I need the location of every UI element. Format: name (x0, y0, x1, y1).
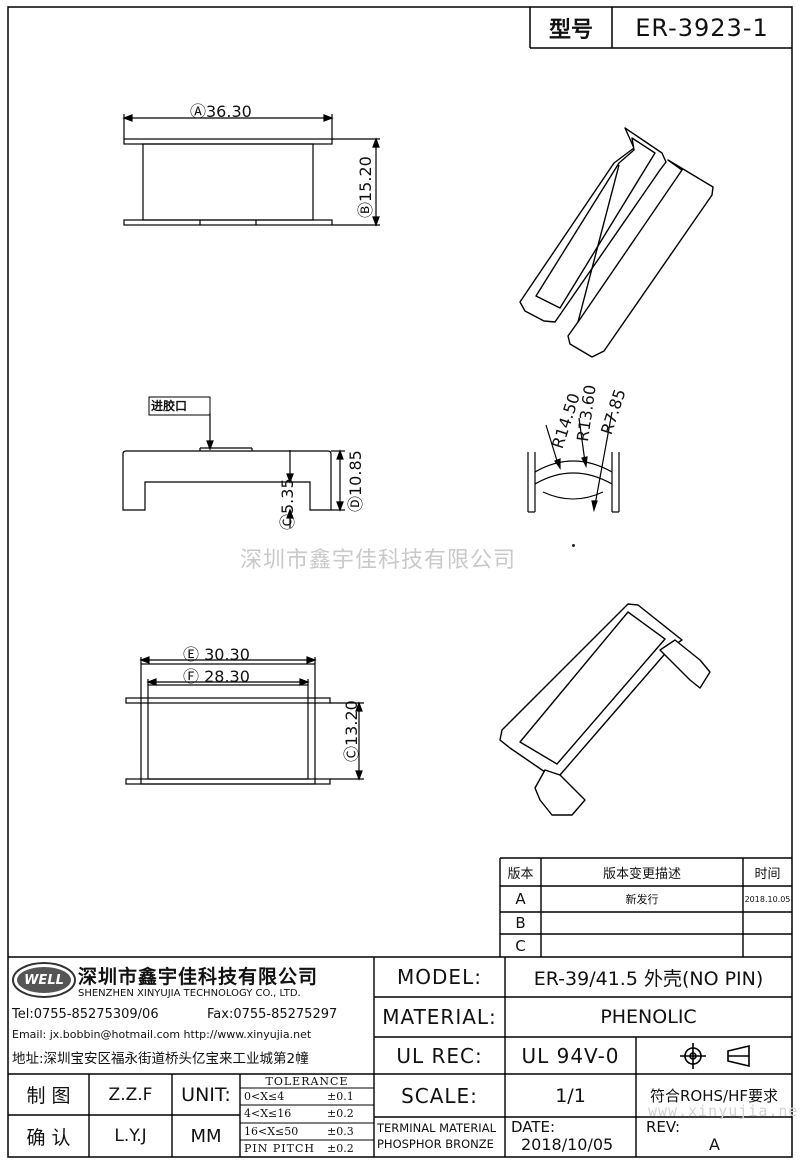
tolerance-value: ±0.3 (327, 1125, 354, 1138)
tolerance-value: ±0.1 (327, 1090, 354, 1103)
iso-view-2 (499, 603, 711, 816)
title-block-grid (8, 956, 792, 1157)
rev-row-a-date: 2018.10.05 (744, 894, 791, 904)
company-fax: Fax:0755-85275297 (207, 1007, 338, 1022)
tolerance-range: 4<X≤16 (244, 1107, 292, 1120)
stray-dot (572, 544, 575, 547)
iso-view-1 (519, 127, 714, 358)
model-value: ER-39/41.5 外壳(NO PIN) (533, 967, 764, 990)
ulrec-label: UL REC: (396, 1043, 483, 1068)
view-side (527, 411, 620, 513)
rev-header-desc: 版本变更描述 (602, 866, 681, 882)
company-name-en: SHENZHEN XINYUJIA TECHNOLOGY CO., LTD. (78, 988, 301, 999)
tolerance-value: ±0.2 (327, 1107, 354, 1120)
dim-c1: Ⓒ5.35 (278, 478, 297, 530)
dim-e: Ⓔ 30.30 (183, 645, 250, 664)
rev-header-time: 时间 (754, 866, 781, 882)
rev-label: REV: (646, 1118, 680, 1136)
company-name-cn: 深圳市鑫宇佳科技有限公司 (78, 966, 319, 988)
crosshair-icon (680, 1043, 706, 1069)
material-value: PHENOLIC (600, 1006, 697, 1028)
rev-row-c-rev: C (515, 936, 526, 955)
rev-row-a-desc: 新发行 (625, 893, 659, 906)
logo-text: WELL (24, 972, 64, 988)
dim-b: Ⓑ15.20 (356, 156, 375, 218)
company-logo (12, 962, 76, 998)
scale-label: SCALE: (401, 1083, 478, 1108)
tolerance-range: 0<X≤4 (244, 1090, 285, 1103)
date-label: DATE: (511, 1118, 556, 1136)
ulrec-value: UL 94V-0 (521, 1043, 620, 1068)
view-bottom (125, 656, 364, 785)
part-number: ER-3923-1 (635, 13, 769, 42)
view-front (122, 396, 345, 528)
gate-label: 进胶口 (151, 399, 188, 413)
model-label: MODEL: (397, 965, 482, 989)
dim-f: Ⓕ 28.30 (183, 667, 250, 686)
unit-value: MM (190, 1125, 222, 1147)
scale-value: 1/1 (555, 1084, 586, 1107)
watermark: 深圳市鑫宇佳科技有限公司 (240, 548, 517, 573)
date-value: 2018/10/05 (521, 1135, 614, 1154)
draw-by: Z.Z.F (108, 1084, 153, 1105)
rev-value: A (709, 1135, 720, 1154)
terminal-value: PHOSPHOR BRONZE (377, 1137, 494, 1151)
company-email: Email: jx.bobbin@hotmail.com http://www.… (12, 1028, 312, 1041)
dim-a: Ⓐ36.30 (190, 102, 252, 121)
tolerance-range: PIN PITCH (244, 1142, 315, 1155)
dim-d: Ⓓ10.85 (346, 450, 365, 512)
draw-label: 制 图 (26, 1085, 71, 1107)
unit-label: UNIT: (181, 1083, 231, 1106)
revision-table-grid (499, 857, 792, 957)
dim-c2: Ⓒ13.20 (342, 700, 361, 762)
header-box (529, 7, 792, 49)
type-label: 型号 (548, 17, 593, 43)
watermark-url: www.xinyujia.net (648, 1102, 800, 1120)
company-tel: Tel:0755-85275309/06 (12, 1007, 159, 1022)
rev-row-a-rev: A (515, 890, 526, 908)
rev-row-b-rev: B (515, 914, 526, 932)
material-label: MATERIAL: (382, 1005, 497, 1029)
tolerance-range: 16<X≤50 (244, 1125, 299, 1138)
tolerance-value: ±0.2 (327, 1142, 354, 1155)
terminal-label: TERMINAL MATERIAL (377, 1121, 496, 1135)
view-top (122, 114, 380, 227)
rev-header-version: 版本 (507, 866, 534, 882)
check-label: 确 认 (26, 1126, 71, 1149)
projection-symbol-icon (727, 1044, 750, 1068)
check-by: L.Y.J (114, 1126, 147, 1146)
company-address: 地址:深圳宝安区福永街道桥头亿宝来工业城第2幢 (12, 1051, 309, 1067)
tolerance-title: TOLERANCE (265, 1074, 349, 1088)
rohs-note: 符合ROHS/HF要求 (650, 1087, 778, 1105)
